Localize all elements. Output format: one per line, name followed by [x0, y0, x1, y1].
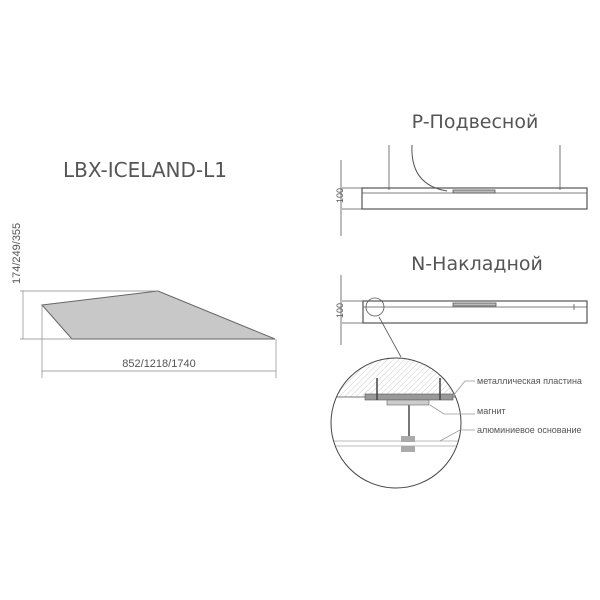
- surface-luminaire: [340, 275, 588, 358]
- suspended-title: P-Подвесной: [412, 111, 539, 133]
- mount-detail: [330, 357, 475, 489]
- luminaire-perspective: [40, 290, 276, 340]
- label-aluminum-base: алюминиевое основание: [477, 425, 581, 435]
- model-title: LBX-ICELAND-L1: [63, 158, 227, 182]
- height-dimension: [20, 290, 277, 378]
- surface-height-label: 100: [335, 303, 345, 318]
- label-magnet: магнит: [477, 406, 506, 416]
- suspended-height-label: 100: [335, 188, 345, 203]
- length-dimension-label: 852/1218/1740: [122, 358, 195, 370]
- height-dimension-label: 174/249/355: [11, 223, 23, 284]
- surface-title: N-Накладной: [411, 253, 543, 275]
- label-metal-plate: металлическая пластина: [477, 376, 582, 386]
- suspended-luminaire: [340, 144, 588, 236]
